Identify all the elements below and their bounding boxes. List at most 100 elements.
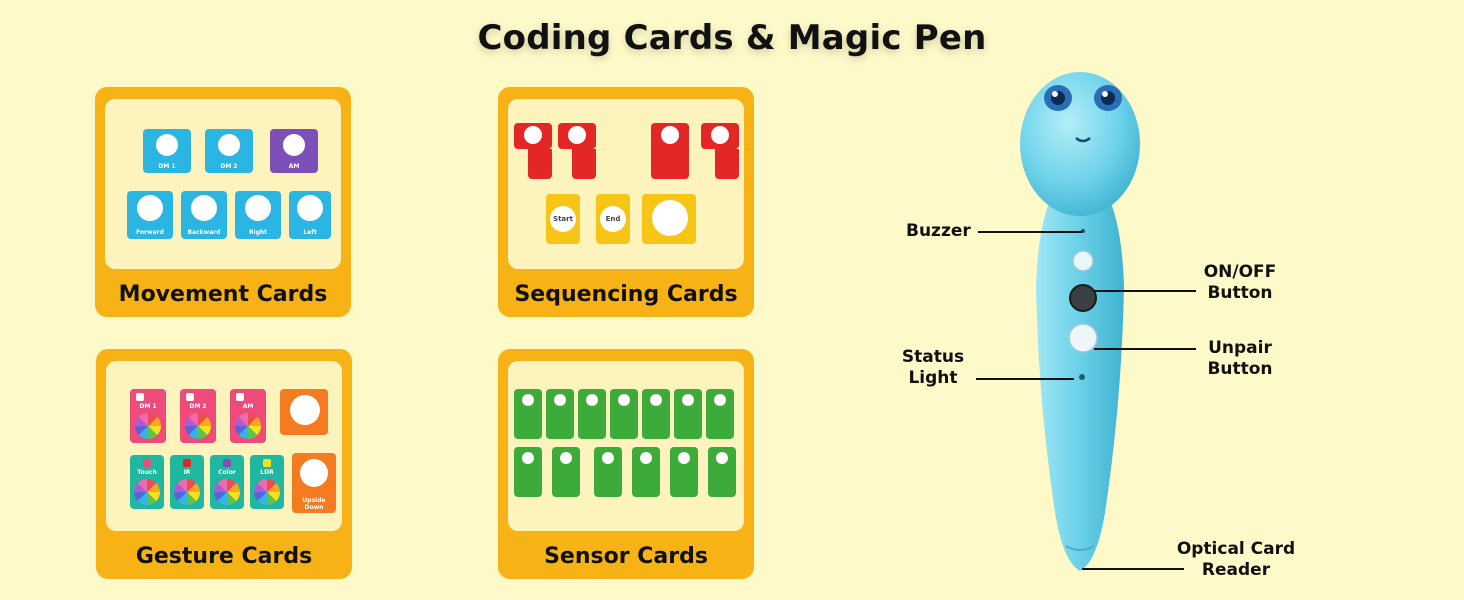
sensor-card-icon [560,452,572,464]
card-label: DM 1 [139,403,157,410]
pen-on-off-button [1069,284,1097,312]
movement-cards-image: DM 1 DM 2 AM Forward Backward Right Left [105,99,341,269]
card-label: Backward [187,229,221,236]
optical-reader-pointer-line [1082,568,1184,570]
card-label: Start [553,215,573,223]
unpair-pointer-line [1094,348,1196,350]
on-off-button-label: ON/OFF Button [1200,262,1280,304]
sequencing-cards-panel: Start End Sequencing Cards [498,87,754,317]
movement-card-right: Right [235,191,281,239]
card-label: Touch [137,469,157,476]
sequencing-card-repeat-loop [651,123,689,179]
movement-card-forward: Forward [127,191,173,239]
movement-card-backward: Backward [181,191,227,239]
sensor-card-icon [602,452,614,464]
sequencing-card-end-repeat-tail [715,149,739,179]
card-label: AM [288,163,300,170]
card-label: Upside Down [302,497,326,511]
movement-cards-label: Movement Cards [118,282,328,307]
sensor-card-icon [586,394,598,406]
sequencing-card-end-repeat-loop [701,123,739,149]
gesture-cards-image: DM 1 DM 2 AM Touch IR Color [106,361,342,531]
sensor-cards-label: Sensor Cards [544,544,708,569]
sensor-card [706,389,734,439]
magic-pen-image [1020,72,1140,571]
pen-body [1036,196,1124,571]
status-light-label: Status Light [893,347,973,389]
sequencing-card-end: End [596,194,630,244]
sensor-cards-image [508,361,744,531]
card-label: DM 2 [220,163,238,170]
sensor-card [594,447,622,497]
sequencing-card-loop-tail [528,149,552,179]
sequencing-card-loop [514,123,552,149]
sensor-card-icon [522,394,534,406]
on-off-label-line1: ON/OFF [1203,262,1277,282]
buzzer-pointer-line [978,231,1082,233]
sensor-card [642,389,670,439]
movement-card-dm2: DM 2 [205,129,253,173]
unpair-button-label: Unpair Button [1200,338,1280,380]
on-off-label-line2: Button [1207,283,1273,303]
unpair-label-line2: Button [1207,359,1273,379]
sensor-card-icon [678,452,690,464]
sensor-card [674,389,702,439]
movement-cards-panel: DM 1 DM 2 AM Forward Backward Right Left… [95,87,351,317]
card-label: AM [242,403,254,410]
sensor-card [670,447,698,497]
pen-buzzer [1081,229,1085,233]
movement-card-left: Left [289,191,331,239]
pen-head [1020,72,1140,216]
card-label: LDR [260,469,274,476]
card-label: Color [218,469,236,476]
sequencing-cards-image: Start End [508,99,744,269]
sensor-cards-panel: Sensor Cards [498,349,754,579]
optical-label-line1: Optical Card [1176,539,1296,559]
sensor-card-icon [522,452,534,464]
sensor-card-icon [714,394,726,406]
optical-label-line2: Reader [1201,560,1271,580]
optical-card-reader-label: Optical Card Reader [1166,539,1306,581]
gesture-card-ir: IR [170,455,204,509]
sensor-card [514,447,542,497]
gesture-card-ldr: LDR [250,455,284,509]
gesture-card-am: AM [230,389,266,443]
card-label: End [605,215,621,223]
gesture-cards-panel: DM 1 DM 2 AM Touch IR Color [96,349,352,579]
page-title: Coding Cards & Magic Pen [477,18,987,58]
unpair-label-line1: Unpair [1208,338,1272,358]
sequencing-card-end-loop [558,123,596,149]
gesture-card-upside-down: Upside Down [292,453,336,513]
card-label: DM 2 [189,403,207,410]
on-off-pointer-line [1094,290,1196,292]
sensor-card-icon [650,394,662,406]
card-label: DM 1 [158,163,176,170]
sensor-card [578,389,606,439]
sensor-card [708,447,736,497]
sensor-card-icon [716,452,728,464]
sequencing-card-start: Start [546,194,580,244]
sensor-card [552,447,580,497]
gesture-cards-label: Gesture Cards [135,544,313,569]
sensor-card [632,447,660,497]
sensor-card [514,389,542,439]
sensor-card [610,389,638,439]
card-label: Forward [136,229,164,236]
gesture-card-dm2: DM 2 [180,389,216,443]
sensor-card [546,389,574,439]
status-label-line1: Status [901,347,965,367]
card-label: Right [248,229,268,236]
movement-card-am: AM [270,129,318,173]
status-light-pointer-line [976,378,1074,380]
gesture-card-color: Color [210,455,244,509]
sequencing-card-end-loop-tail [572,149,596,179]
pen-small-button [1072,250,1094,272]
sensor-card-icon [618,394,630,406]
sensor-card-icon [554,394,566,406]
sensor-card-icon [682,394,694,406]
pen-unpair-button [1068,323,1098,353]
gesture-card-dm1: DM 1 [130,389,166,443]
sequencing-card-repeat [642,194,696,244]
gesture-card-orange [280,389,328,435]
card-label: Left [303,229,317,236]
